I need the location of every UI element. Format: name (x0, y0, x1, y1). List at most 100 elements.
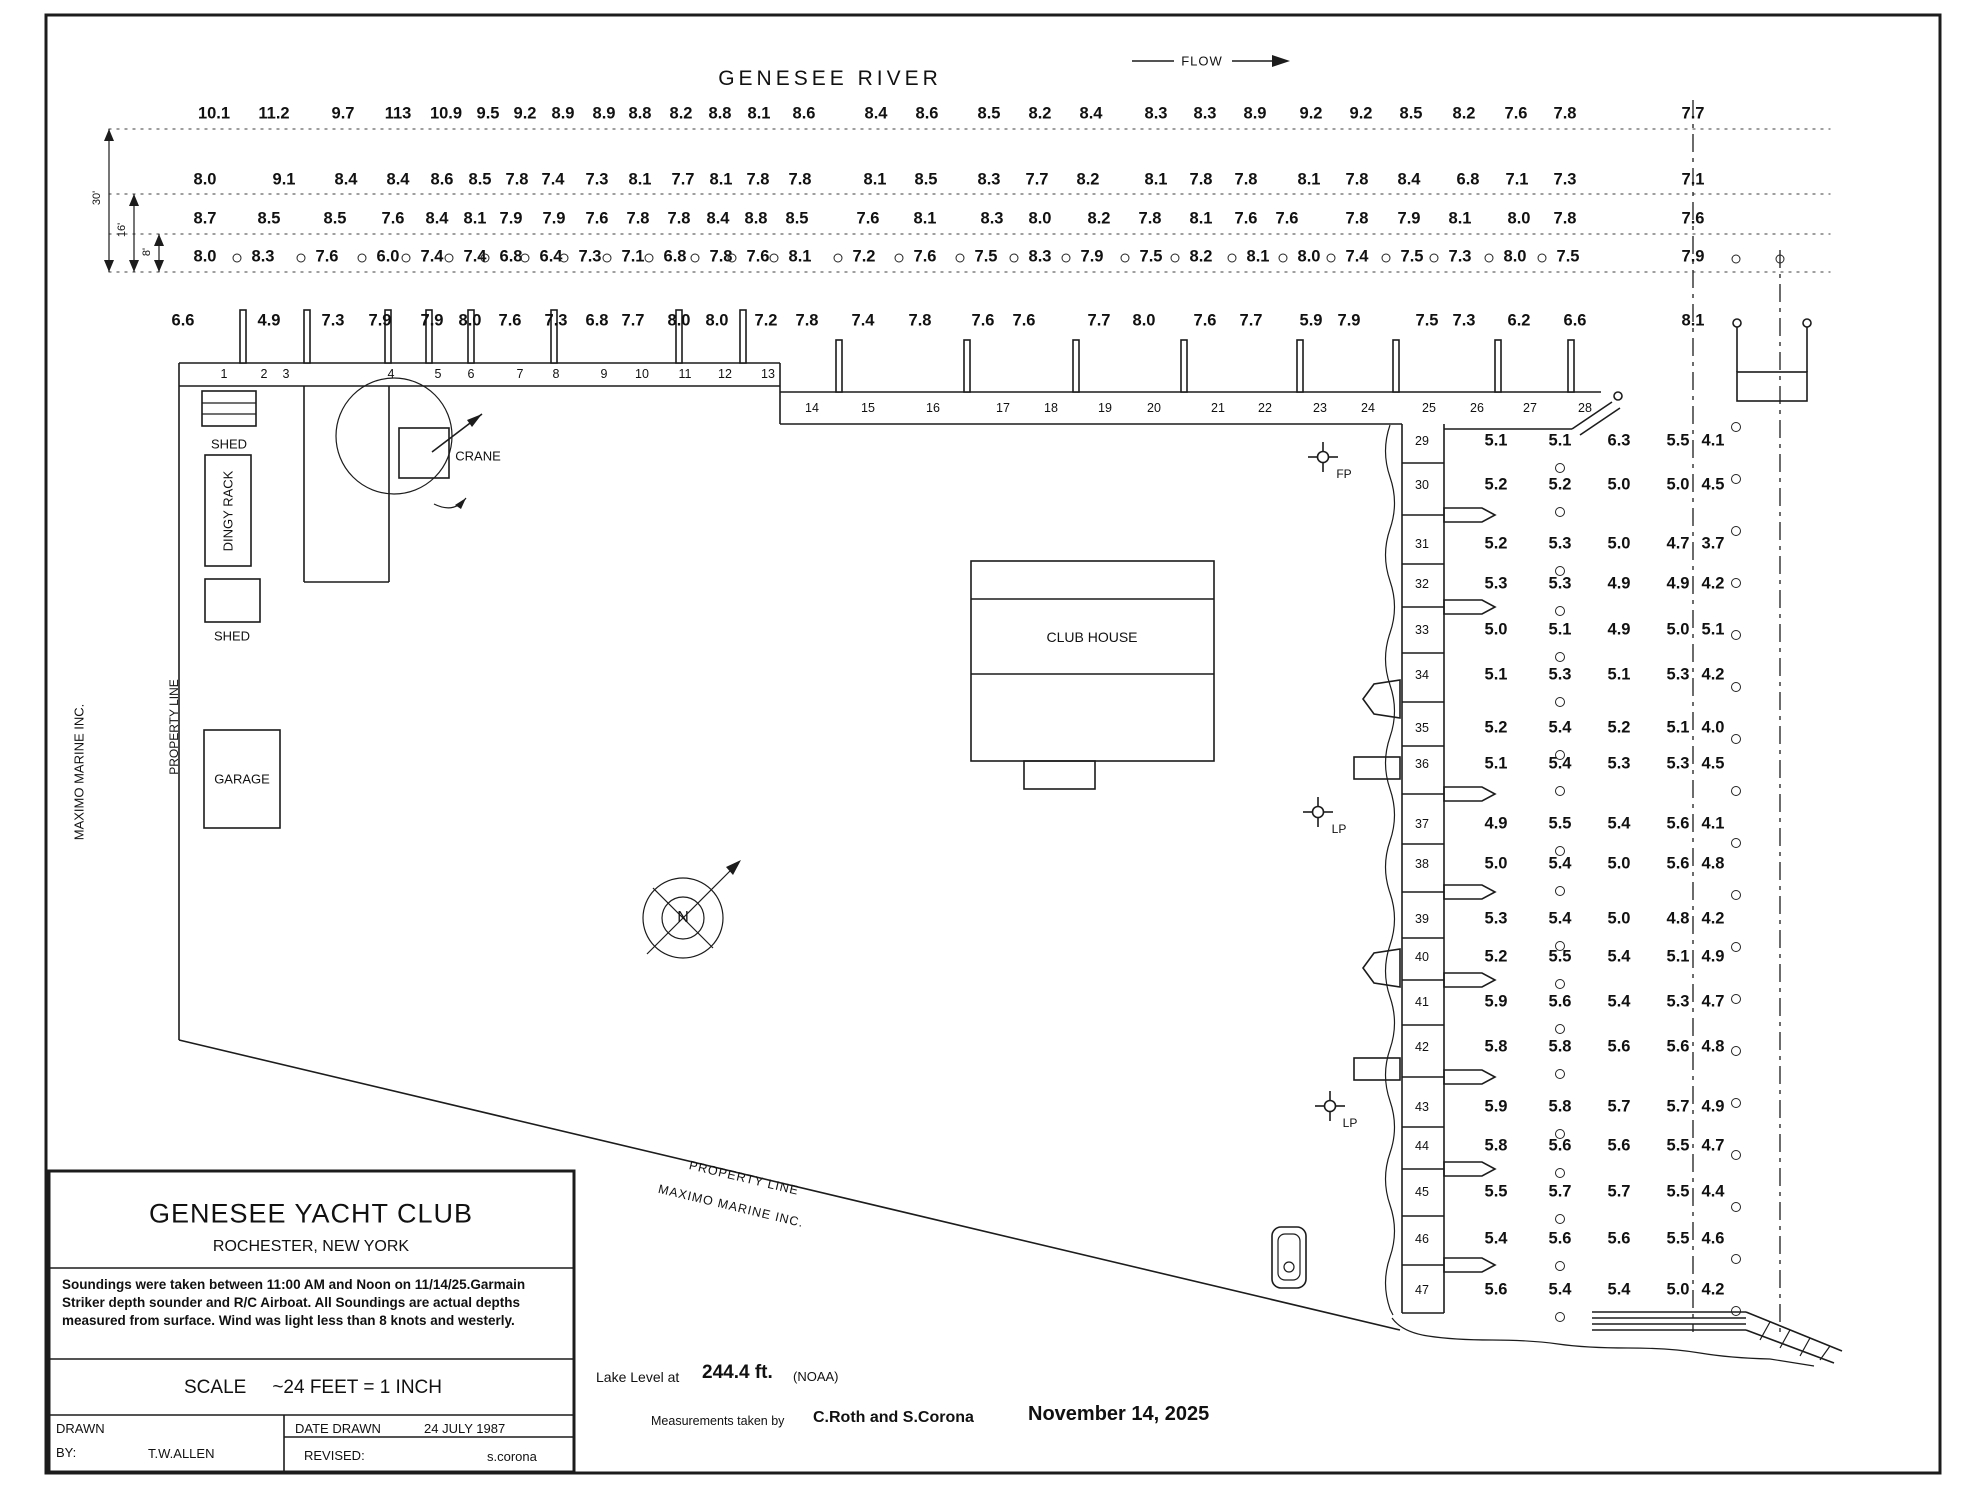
sheet-border (44, 13, 1942, 1475)
river-sounding: 7.5 (1415, 311, 1439, 330)
survey-markers (1303, 442, 1345, 1121)
river-sounding: 7.9 (1681, 247, 1705, 266)
slip-sounding: 5.1 (1484, 431, 1508, 450)
slip-sounding: 4.7 (1701, 1136, 1725, 1155)
river-sounding: 7.8 (746, 170, 770, 189)
slip-sounding: 5.7 (1666, 1097, 1690, 1116)
piling-circle (480, 253, 490, 263)
river-sounding: 8.0 (1132, 311, 1156, 330)
slip-sounding: 4.9 (1607, 574, 1631, 593)
slip-sounding: 4.7 (1666, 534, 1690, 553)
piling-circle (1555, 886, 1565, 896)
dingy-rack-outline (204, 454, 252, 567)
piling-circle (1731, 1202, 1741, 1212)
river-sounding: 7.6 (1275, 209, 1299, 228)
slip-number: 13 (761, 367, 775, 381)
river-sounding: 8.5 (323, 209, 347, 228)
river-sounding: 9.2 (513, 104, 537, 123)
river-sounding: 7.3 (1452, 311, 1476, 330)
river-title: GENESEE RIVER (718, 67, 942, 90)
slip-sounding: 5.4 (1484, 1229, 1508, 1248)
slip-sounding: 5.6 (1548, 1136, 1572, 1155)
river-sounding: 7.6 (971, 311, 995, 330)
river-sounding: 7.3 (585, 170, 609, 189)
slip-number: 42 (1415, 1040, 1429, 1054)
slip-sounding: 5.8 (1548, 1097, 1572, 1116)
river-sounding: 8.9 (592, 104, 616, 123)
slip-sounding: 5.6 (1666, 854, 1690, 873)
river-sounding: 9.1 (272, 170, 296, 189)
slip-sounding: 5.9 (1484, 1097, 1508, 1116)
scale-label: SCALE (184, 1377, 247, 1398)
date-drawn-value: 24 JULY 1987 (424, 1421, 506, 1436)
slip-sounding: 5.3 (1484, 909, 1508, 928)
river-sounding: 8.2 (1452, 104, 1476, 123)
piling-circle (1555, 566, 1565, 576)
river-sounding: 8.0 (1297, 247, 1321, 266)
river-sounding: 8.4 (386, 170, 410, 189)
slip-number: 27 (1523, 401, 1537, 415)
slip-sounding: 4.8 (1701, 854, 1725, 873)
river-sounding: 8.1 (1297, 170, 1321, 189)
river-sounding: 7.6 (746, 247, 770, 266)
river-sounding: 7.6 (498, 311, 522, 330)
river-sounding: 7.6 (585, 209, 609, 228)
piling-circle (1278, 253, 1288, 263)
river-sounding: 7.9 (420, 311, 444, 330)
slip-number: 35 (1415, 721, 1429, 735)
slip-sounding: 4.1 (1701, 814, 1725, 833)
piling-circle (520, 253, 530, 263)
river-sounding: 8.1 (1144, 170, 1168, 189)
date-drawn-label: DATE DRAWN (295, 1421, 381, 1436)
slip-sounding: 5.6 (1666, 1037, 1690, 1056)
flow-arrow (1132, 55, 1290, 67)
garage-label: GARAGE (214, 771, 270, 787)
slip-sounding: 5.3 (1548, 574, 1572, 593)
slip-sounding: 5.3 (1666, 665, 1690, 684)
river-sounding: 7.8 (709, 247, 733, 266)
river-sounding: 7.7 (621, 311, 645, 330)
east-dock-ladder (1401, 424, 1497, 1314)
piling-circle (955, 253, 965, 263)
river-sounding: 8.3 (1193, 104, 1217, 123)
piling-circle (1731, 1254, 1741, 1264)
slip-sounding: 5.1 (1548, 431, 1572, 450)
finger-pier (1443, 972, 1497, 988)
shed-top-label: SHED (210, 436, 248, 452)
revised-by-value: s.corona (487, 1449, 537, 1464)
piling-circle (1731, 1150, 1741, 1160)
river-sounding: 8.2 (1087, 209, 1111, 228)
river-sounding: 8.1 (747, 104, 771, 123)
slip-sounding: 3.7 (1701, 534, 1725, 553)
slip-sounding: 5.1 (1701, 620, 1725, 639)
river-sounding: 7.2 (852, 247, 876, 266)
slip-number: 9 (600, 367, 608, 381)
river-sounding: 6.4 (539, 247, 563, 266)
slip-sounding: 5.3 (1666, 754, 1690, 773)
slip-sounding: 5.4 (1548, 909, 1572, 928)
river-sounding: 7.4 (851, 311, 875, 330)
slip-sounding: 5.1 (1484, 754, 1508, 773)
river-sounding: 7.7 (1025, 170, 1049, 189)
river-sounding: 8.0 (1028, 209, 1052, 228)
piling-circle (559, 253, 569, 263)
slip-number: 25 (1422, 401, 1436, 415)
slip-sounding: 5.3 (1666, 992, 1690, 1011)
piling-circle (1061, 253, 1071, 263)
slip-sounding: 5.7 (1607, 1182, 1631, 1201)
piling-circle (1555, 1261, 1565, 1271)
crane-symbol (335, 377, 483, 509)
river-sounding: 6.8 (663, 247, 687, 266)
piling-circle (727, 253, 737, 263)
slip-sounding: 5.2 (1607, 718, 1631, 737)
piling-circle (644, 253, 654, 263)
piling-circle (1731, 1046, 1741, 1056)
slip-number: 6 (467, 367, 475, 381)
slip-sounding: 5.0 (1666, 475, 1690, 494)
river-sounding: 8.2 (1028, 104, 1052, 123)
river-sounding: 7.7 (1087, 311, 1111, 330)
slip-sounding: 5.0 (1607, 534, 1631, 553)
dimension-lines (104, 129, 164, 272)
slip-sounding: 5.0 (1666, 620, 1690, 639)
